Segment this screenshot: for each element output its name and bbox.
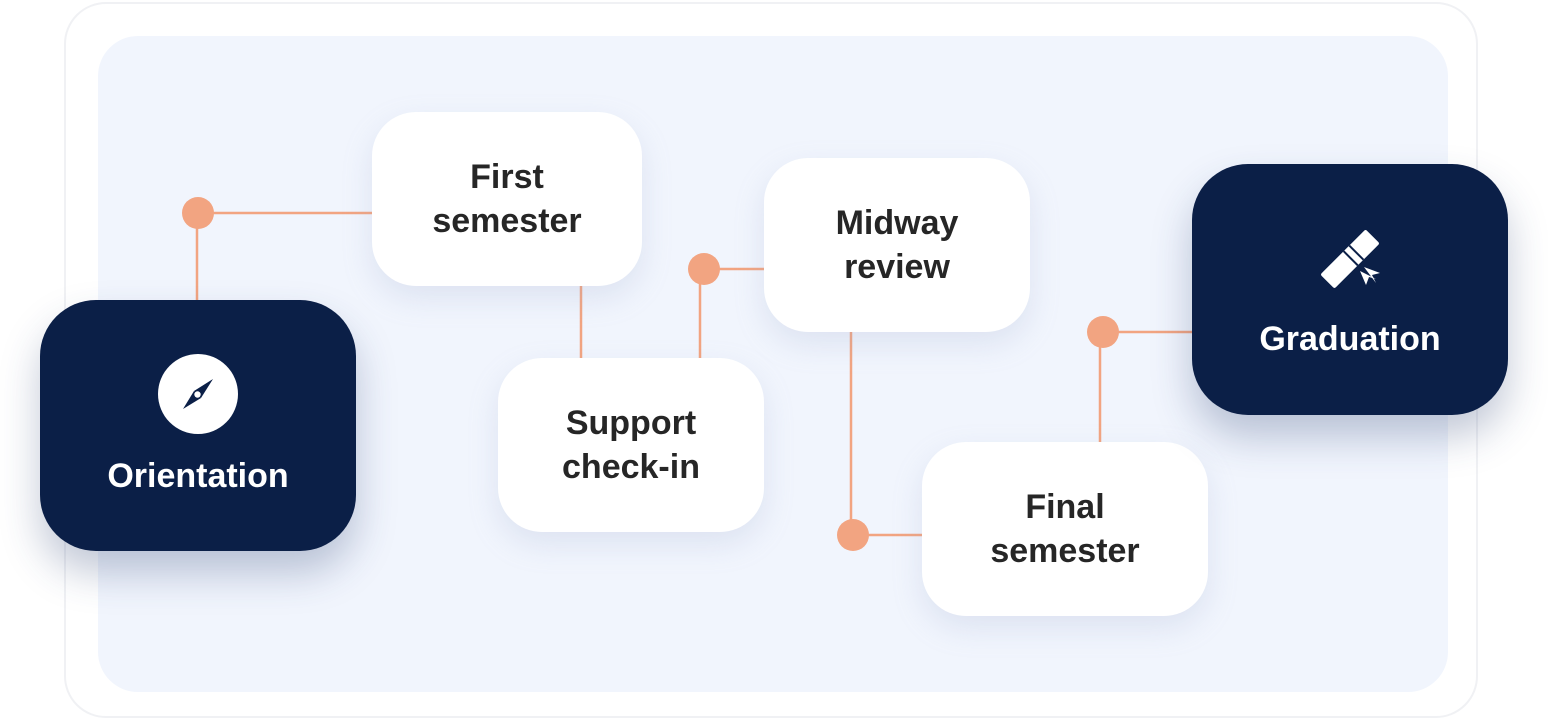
connector-dot [182, 197, 214, 229]
node-graduation-label: Graduation [1259, 319, 1441, 358]
node-final-semester: Final semester [922, 442, 1208, 616]
node-graduation: Graduation [1192, 164, 1508, 415]
connector-dot [837, 519, 869, 551]
connector-orientation-to-first-semester [195, 211, 372, 300]
connector-dot [1087, 316, 1119, 348]
node-midway-review-label: Midway review [835, 204, 959, 286]
node-orientation-label: Orientation [107, 456, 289, 495]
node-first-semester-label: First semester [432, 158, 582, 240]
connector-dot [688, 253, 720, 285]
connector-midway-review-to-final-semester [849, 332, 922, 537]
compass-icon [158, 353, 238, 434]
node-support-checkin-label: Support check-in [562, 404, 700, 486]
node-final-semester-label: Final semester [990, 488, 1140, 570]
node-orientation: Orientation [40, 300, 356, 551]
connector-final-semester-to-graduation [1098, 330, 1192, 442]
node-support-checkin: Support check-in [498, 358, 764, 532]
diploma-icon [1310, 219, 1390, 299]
node-midway-review: Midway review [764, 158, 1030, 332]
node-first-semester: First semester [372, 112, 642, 286]
